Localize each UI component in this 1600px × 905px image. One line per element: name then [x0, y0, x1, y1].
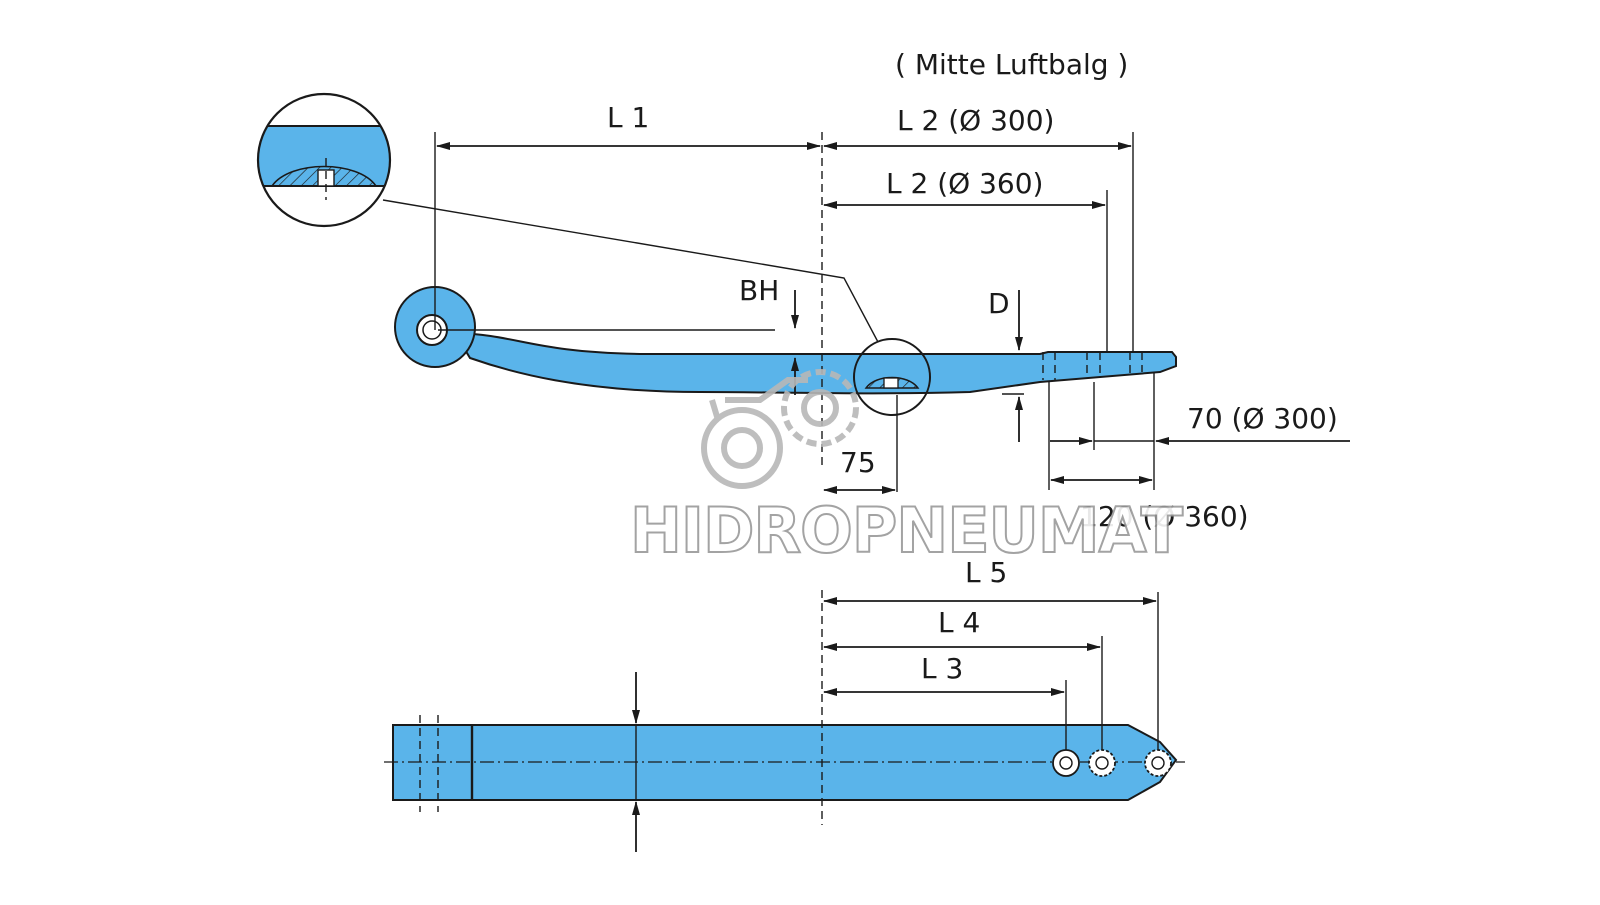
label-l1: L 1	[607, 101, 649, 134]
label-l4: L 4	[938, 606, 980, 639]
watermark: HIDROPNEUMAT	[629, 369, 1185, 568]
spring-top-view	[384, 590, 1185, 852]
watermark-text: HIDROPNEUMAT	[630, 494, 1183, 567]
leaf-spring-body	[453, 331, 1177, 395]
end-holes-hidden	[1042, 352, 1143, 380]
label-d: D	[988, 287, 1010, 320]
plan-hole-2	[1088, 749, 1116, 777]
plan-hole-3	[1144, 749, 1172, 777]
detail-marker-circle	[853, 338, 931, 416]
label-l3: L 3	[921, 652, 963, 685]
top-dimensions: ( Mitte Luftbalg ) L 1 L 2 (Ø 300) L 2 (…	[434, 48, 1350, 533]
label-l2-360: L 2 (Ø 360)	[886, 167, 1043, 200]
label-l2-300: L 2 (Ø 300)	[897, 104, 1054, 137]
tractor-logo-icon	[701, 369, 859, 489]
label-75: 75	[840, 446, 876, 479]
plan-hole-1	[1052, 749, 1080, 777]
detail-leader-line	[382, 199, 879, 343]
note-center-airbag: ( Mitte Luftbalg )	[895, 48, 1128, 81]
label-l5: L 5	[965, 556, 1007, 589]
label-bh: BH	[739, 274, 779, 307]
detail-magnifier	[256, 92, 392, 228]
label-120-360: 120 (Ø 360)	[1080, 500, 1249, 533]
bottom-dimensions: L 5 L 4 L 3	[823, 556, 1159, 750]
label-70-300: 70 (Ø 300)	[1187, 402, 1338, 435]
